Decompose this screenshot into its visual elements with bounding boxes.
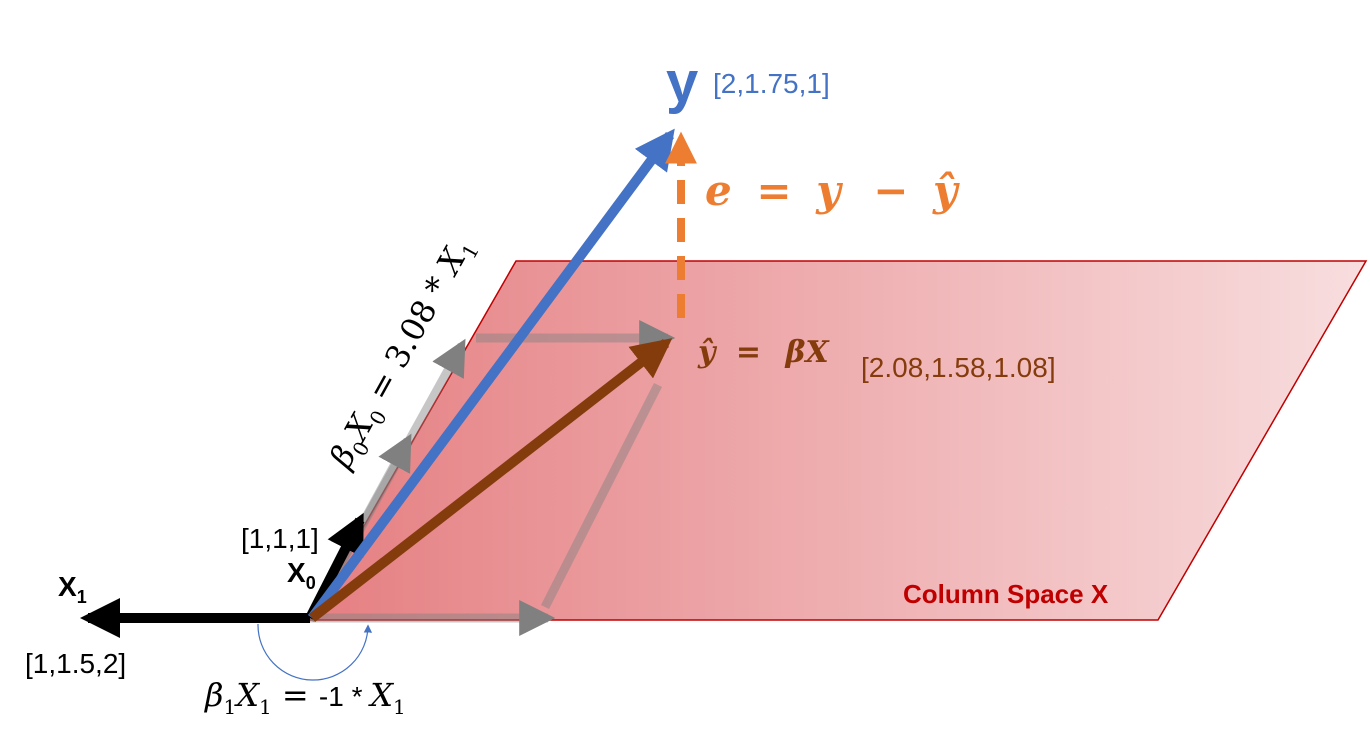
beta1-x: X <box>233 676 260 714</box>
beta1-beta: β <box>204 676 224 714</box>
y-vector <box>307 128 675 621</box>
y-vector-label: y <box>666 50 698 115</box>
x0-label-sub: 0 <box>306 573 316 593</box>
beta1-x2: X <box>367 676 394 714</box>
ghost-right-edge <box>540 382 663 610</box>
beta1-x2-sub: 1 <box>393 695 406 719</box>
y-hat-eq: = <box>736 335 761 370</box>
y-hat-vector <box>308 338 673 622</box>
error-y-hat: ŷ <box>932 166 960 215</box>
column-space-label: Column Space X <box>903 579 1109 609</box>
beta1-annotation: β1X1 = -1 * X1 <box>204 676 406 719</box>
beta1-angle-arc <box>257 623 373 681</box>
column-space-plane <box>308 260 1368 621</box>
beta1-value: -1 * <box>319 681 370 712</box>
beta1-beta-sub: 1 <box>224 695 237 719</box>
error-minus: − <box>873 166 908 215</box>
y-hat-coords: [2.08,1.58,1.08] <box>861 352 1056 383</box>
error-equation: e = y − ŷ <box>705 166 960 215</box>
y-hat-equation: ŷ = βX <box>697 335 830 370</box>
error-e: e <box>705 166 732 215</box>
x0-label-name: X <box>287 557 306 588</box>
x0-label: X0 <box>287 557 316 593</box>
error-eq: = <box>756 166 791 215</box>
x0-coords: [1,1,1] <box>241 523 319 554</box>
y-hat-rhs: βX <box>784 335 830 370</box>
y-vector-coords: [2,1.75,1] <box>713 68 830 99</box>
beta1-eq: = <box>272 676 319 714</box>
y-hat-lhs: ŷ <box>697 335 718 370</box>
x1-label-sub: 1 <box>77 587 87 607</box>
beta1-x-sub: 1 <box>259 695 272 719</box>
error-y: y <box>815 166 843 215</box>
x1-label-name: X <box>58 571 77 602</box>
x1-label: X1 <box>58 571 87 607</box>
x1-coords: [1,1.5,2] <box>25 648 126 679</box>
